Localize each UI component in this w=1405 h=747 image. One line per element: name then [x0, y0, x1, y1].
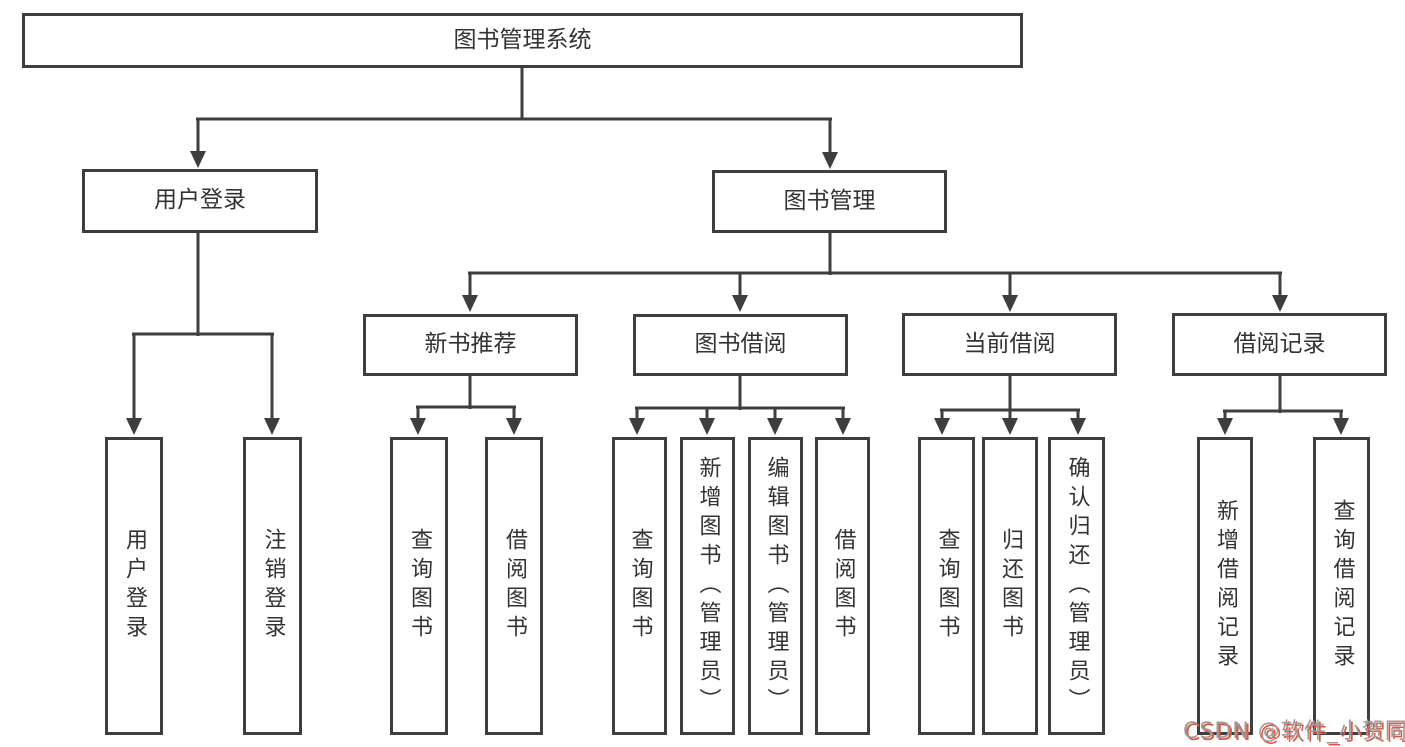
leaf-query-books-bb: 查询图书: [612, 437, 667, 735]
leaf-label: 编辑图书（管理员）: [763, 455, 789, 717]
node-book-management-branch: 图书管理: [712, 170, 947, 233]
leaf-query-books-nbr: 查询图书: [390, 437, 448, 735]
leaf-return-books: 归还图书: [982, 437, 1038, 735]
node-label: 图书借阅: [694, 331, 787, 358]
node-label: 用户登录: [154, 187, 246, 214]
leaf-confirm-return-admin: 确认归还（管理员）: [1048, 437, 1105, 735]
leaf-label: 查询借阅记录: [1329, 499, 1355, 673]
node-new-book-recommend: 新书推荐: [363, 314, 578, 376]
node-user-login-branch: 用户登录: [82, 169, 318, 233]
leaf-query-borrow-record: 查询借阅记录: [1313, 437, 1370, 735]
leaf-add-book-admin: 新增图书（管理员）: [680, 437, 735, 735]
leaf-borrow-books-bb: 借阅图书: [815, 437, 870, 735]
node-label: 新书推荐: [424, 331, 517, 358]
leaf-label: 查询图书: [407, 528, 432, 644]
node-label: 当前借阅: [963, 330, 1056, 357]
leaf-label: 注销登录: [260, 528, 286, 644]
leaf-logout: 注销登录: [243, 437, 302, 735]
leaf-label: 新增借阅记录: [1213, 499, 1238, 673]
leaf-label: 用户登录: [122, 528, 147, 644]
leaf-label: 查询图书: [934, 528, 960, 644]
leaf-borrow-books-nbr: 借阅图书: [485, 437, 543, 735]
leaf-label: 查询图书: [627, 528, 653, 644]
leaf-label: 借阅图书: [502, 528, 527, 644]
leaf-edit-book-admin: 编辑图书（管理员）: [748, 437, 803, 735]
leaf-label: 确认归还（管理员）: [1064, 455, 1090, 717]
leaf-user-login: 用户登录: [105, 437, 163, 735]
leaf-label: 归还图书: [998, 528, 1023, 644]
node-current-borrowing: 当前借阅: [902, 313, 1117, 376]
leaf-add-borrow-record: 新增借阅记录: [1197, 437, 1253, 735]
csdn-watermark: CSDN @软件_小贺同学: [1183, 719, 1405, 744]
node-library-management-system: 图书管理系统: [22, 13, 1023, 68]
node-label: 图书管理系统: [453, 26, 592, 53]
node-book-borrowing: 图书借阅: [633, 314, 848, 376]
leaf-label: 新增图书（管理员）: [695, 455, 721, 717]
node-label: 图书管理: [783, 187, 876, 214]
leaf-label: 借阅图书: [830, 528, 856, 644]
node-label: 借阅记录: [1233, 330, 1326, 357]
leaf-query-books-cb: 查询图书: [918, 437, 975, 735]
node-borrow-records: 借阅记录: [1172, 313, 1387, 376]
